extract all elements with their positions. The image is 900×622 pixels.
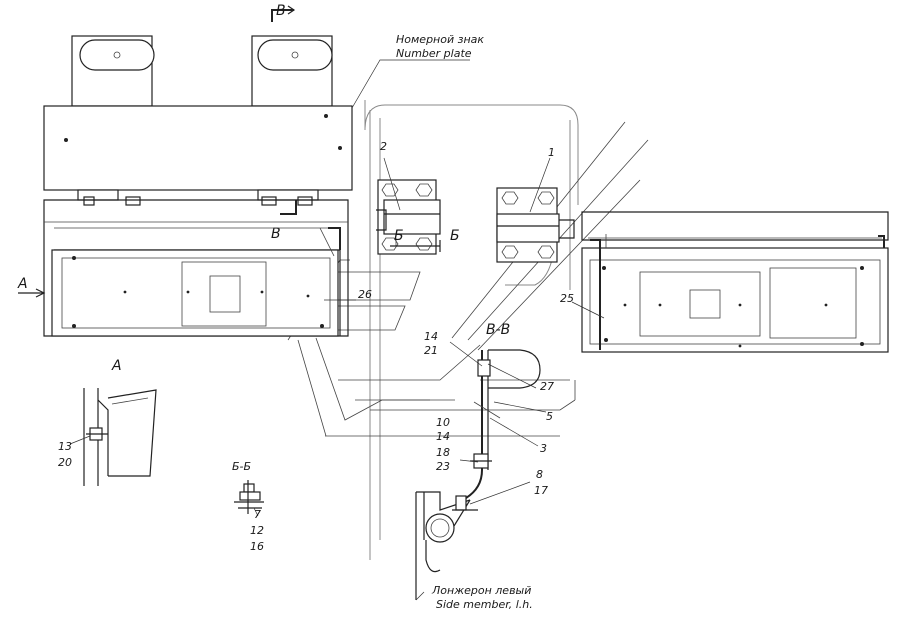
section-b-left-label: Б xyxy=(394,228,404,244)
callout-18: 18 xyxy=(436,446,450,459)
callout-14a: 14 xyxy=(424,330,438,343)
number-plate xyxy=(43,105,353,191)
callout-20: 20 xyxy=(58,456,72,469)
section-vv-detail: В-В xyxy=(415,322,541,600)
left-rear-lamp xyxy=(43,199,349,337)
view-a-arrow-label: A xyxy=(17,276,28,292)
number-plate-ru-label: Номерной знак xyxy=(396,33,484,46)
callout-21: 21 xyxy=(424,344,438,357)
section-bb-title: Б-Б xyxy=(232,460,251,473)
section-v-top-label: В xyxy=(276,3,286,19)
view-a-detail: A xyxy=(69,358,157,486)
section-bb-detail: Б-Б xyxy=(232,460,264,517)
side-member-en-label: Side member, l.h. xyxy=(436,598,533,611)
section-v-bottom-label: В xyxy=(271,226,281,242)
callout-1: 1 xyxy=(548,146,555,159)
annotation-labels: Номерной знак Number plate Лонжерон левы… xyxy=(58,33,574,611)
callout-10: 10 xyxy=(436,416,450,429)
leader-lines xyxy=(324,59,605,601)
view-a-arrow: A xyxy=(17,276,46,298)
callout-17: 17 xyxy=(534,484,548,497)
section-vv-title: В-В xyxy=(486,322,510,338)
view-a-title: A xyxy=(111,358,122,374)
callout-12: 12 xyxy=(250,524,264,537)
callout-26: 26 xyxy=(358,288,372,301)
section-b-right-label: Б xyxy=(450,228,460,244)
number-plate-assembly xyxy=(43,35,353,206)
callout-8: 8 xyxy=(536,468,543,481)
bracket-2 xyxy=(376,179,441,255)
callout-23: 23 xyxy=(436,460,450,473)
section-v-markers: В В xyxy=(271,3,297,242)
callout-13: 13 xyxy=(58,440,72,453)
callout-27: 27 xyxy=(540,380,554,393)
callout-7: 7 xyxy=(254,508,261,521)
bracket-1 xyxy=(496,187,575,263)
callout-14b: 14 xyxy=(436,430,450,443)
callout-25: 25 xyxy=(560,292,574,305)
callout-16: 16 xyxy=(250,540,264,553)
section-b-markers: Б Б xyxy=(390,228,460,252)
right-rear-lamp xyxy=(581,211,889,353)
callout-5: 5 xyxy=(546,410,553,423)
callout-2: 2 xyxy=(380,140,387,153)
side-member-ru-label: Лонжерон левый xyxy=(431,584,531,597)
callout-3: 3 xyxy=(540,442,547,455)
number-plate-en-label: Number plate xyxy=(396,47,472,60)
